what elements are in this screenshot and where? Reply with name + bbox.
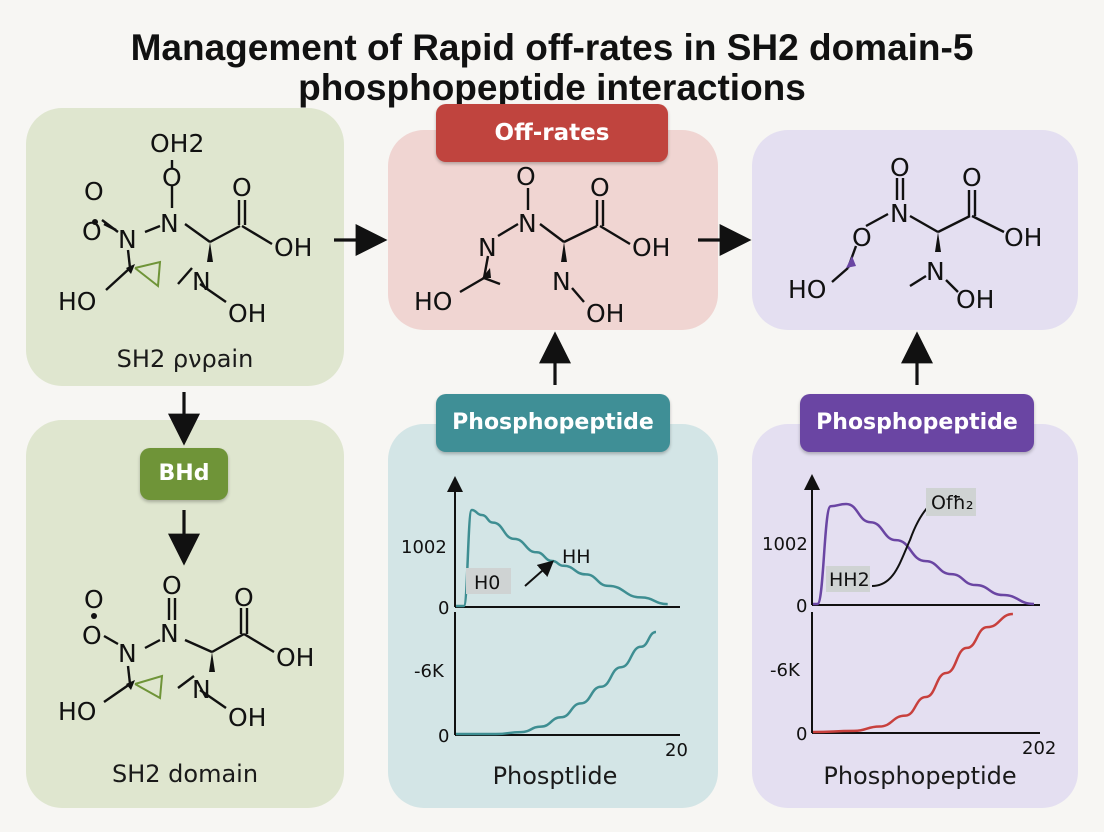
badge-phosphopeptide-teal: Phosphopeptide bbox=[436, 394, 670, 452]
mol-label: OH bbox=[228, 703, 266, 732]
caption-purple-chart: Phosphopeptide bbox=[823, 762, 1017, 790]
mol-label: OH bbox=[956, 285, 994, 314]
chart-series-line bbox=[456, 508, 668, 608]
annotation-arrow bbox=[524, 560, 554, 587]
mol-label: O bbox=[82, 217, 102, 246]
mol-label: OH bbox=[632, 233, 670, 262]
panel-lavender-top bbox=[752, 130, 1078, 330]
mol-label: N bbox=[890, 199, 909, 228]
mol-label: OH bbox=[274, 233, 312, 262]
tick-label: -6K bbox=[414, 661, 445, 682]
mol-label: O bbox=[162, 571, 182, 600]
chart-label-box bbox=[826, 566, 870, 592]
tick-label: 0 bbox=[796, 724, 807, 745]
mol-label: O bbox=[962, 163, 982, 192]
badge-off-rates: Off-rates bbox=[436, 104, 668, 162]
molecule-off-rates: O N O N OH HO N OH bbox=[414, 162, 670, 328]
mol-label: OH bbox=[1004, 223, 1042, 252]
title-line-2: phosphopeptide interactions bbox=[298, 67, 806, 108]
tick-label: 0 bbox=[438, 598, 449, 619]
mol-label: O bbox=[852, 223, 872, 252]
mol-label: HO bbox=[414, 287, 452, 316]
molecule-lavender-top: O N O O OH HO N OH bbox=[788, 153, 1042, 314]
panel-teal-chart bbox=[388, 424, 718, 808]
chart-label-box bbox=[466, 568, 511, 594]
mol-label: O bbox=[232, 173, 252, 202]
tick-label: 20 bbox=[665, 740, 688, 761]
tick-label: 202 bbox=[1022, 738, 1056, 759]
tick-label: 1002 bbox=[401, 537, 447, 558]
molecule-sh2-top: OH2 O O N N O O OH HO N OH bbox=[58, 129, 312, 328]
mol-label: O bbox=[162, 163, 182, 192]
mol-label: O bbox=[890, 153, 910, 182]
mol-label: OH bbox=[228, 299, 266, 328]
panel-sh2-top bbox=[26, 108, 344, 386]
mol-label: N bbox=[160, 209, 179, 238]
tick-label: -6K bbox=[770, 660, 801, 681]
mol-label: O bbox=[84, 177, 104, 206]
chart-label-box-text: H0 bbox=[474, 572, 500, 594]
chart-purple: 1002 0 -6K 0 202 HH2 Ofħ₂ bbox=[762, 474, 1056, 759]
annotation-label: HH bbox=[562, 546, 591, 568]
molecule-sh2-bottom: O O O N N O OH HO N OH bbox=[58, 571, 314, 732]
mol-label: OH bbox=[276, 643, 314, 672]
mol-label: HO bbox=[58, 697, 96, 726]
caption-sh2-top: SH2 ρνρain bbox=[116, 345, 254, 373]
mol-label: N bbox=[160, 619, 179, 648]
mol-label: N bbox=[192, 675, 211, 704]
mol-label: O bbox=[590, 173, 610, 202]
mol-label: O bbox=[516, 162, 536, 191]
mol-label: O bbox=[234, 583, 254, 612]
caption-sh2-bottom: SH2 domain bbox=[111, 760, 259, 788]
tick-label: 0 bbox=[796, 596, 807, 617]
caption-teal-chart: Phosptlide bbox=[492, 762, 618, 790]
chart-callout-box bbox=[926, 488, 976, 516]
tick-label: 1002 bbox=[762, 534, 808, 555]
mol-label: N bbox=[118, 225, 137, 254]
page-title: Management of Rapid off-rates in SH2 dom… bbox=[0, 28, 1104, 108]
mol-label: O bbox=[84, 585, 104, 614]
mol-label: N bbox=[118, 639, 137, 668]
mol-label: N bbox=[518, 209, 537, 238]
mol-label: N bbox=[478, 233, 497, 262]
chart-series-line bbox=[813, 502, 1035, 606]
badge-bhd: BHd bbox=[140, 448, 228, 500]
mol-label: HO bbox=[788, 275, 826, 304]
chart-series-line bbox=[812, 612, 1014, 734]
tick-label: 0 bbox=[438, 726, 449, 747]
chart-series-line bbox=[456, 630, 657, 736]
mol-label: OH bbox=[586, 299, 624, 328]
mol-label: N bbox=[926, 257, 945, 286]
mol-label: OH2 bbox=[150, 129, 204, 158]
panel-off-rates bbox=[388, 130, 718, 330]
chart-label-box-text: HH2 bbox=[829, 569, 870, 591]
mol-label: N bbox=[192, 267, 211, 296]
mol-label: O bbox=[82, 621, 102, 650]
title-line-1: Management of Rapid off-rates in SH2 dom… bbox=[130, 27, 974, 68]
badge-phosphopeptide-purple: Phosphopeptide bbox=[800, 394, 1034, 452]
mol-label: N bbox=[552, 267, 571, 296]
mol-label: HO bbox=[58, 287, 96, 316]
chart-callout-text: Ofħ₂ bbox=[931, 492, 973, 514]
chart-teal: 1002 0 -6K 0 20 H0 HH bbox=[401, 476, 688, 761]
